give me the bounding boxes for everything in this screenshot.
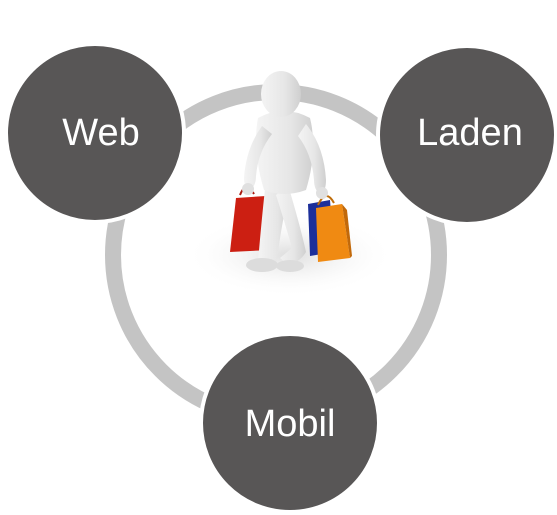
node-mobil: Mobil	[199, 332, 381, 514]
shopping-figure-with-bags-icon	[185, 71, 395, 297]
node-mobil-label: Mobil	[245, 403, 336, 445]
node-laden-label: Laden	[417, 112, 523, 154]
node-web: Web	[4, 42, 186, 224]
node-web-label: Web	[62, 112, 139, 154]
node-laden: Laden	[376, 44, 557, 226]
